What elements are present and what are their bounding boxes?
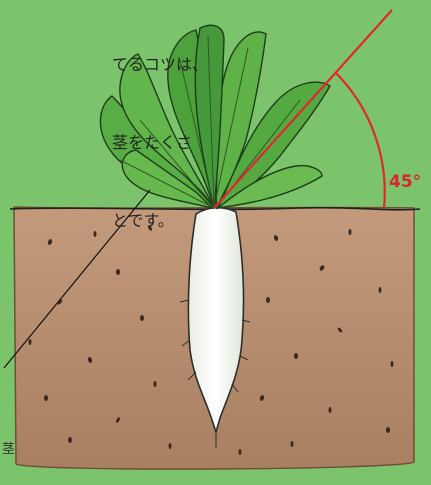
- angle-label: 45°: [389, 172, 421, 192]
- caption-line-3: とです。: [112, 208, 160, 234]
- side-label: 茎: [2, 438, 15, 457]
- caption-line-2: 茎をたくさ: [112, 130, 160, 156]
- angle-arc: [335, 72, 385, 208]
- caption-line-1: てるコツは、: [112, 52, 160, 78]
- caption-text: てるコツは、 茎をたくさ とです。: [0, 0, 160, 286]
